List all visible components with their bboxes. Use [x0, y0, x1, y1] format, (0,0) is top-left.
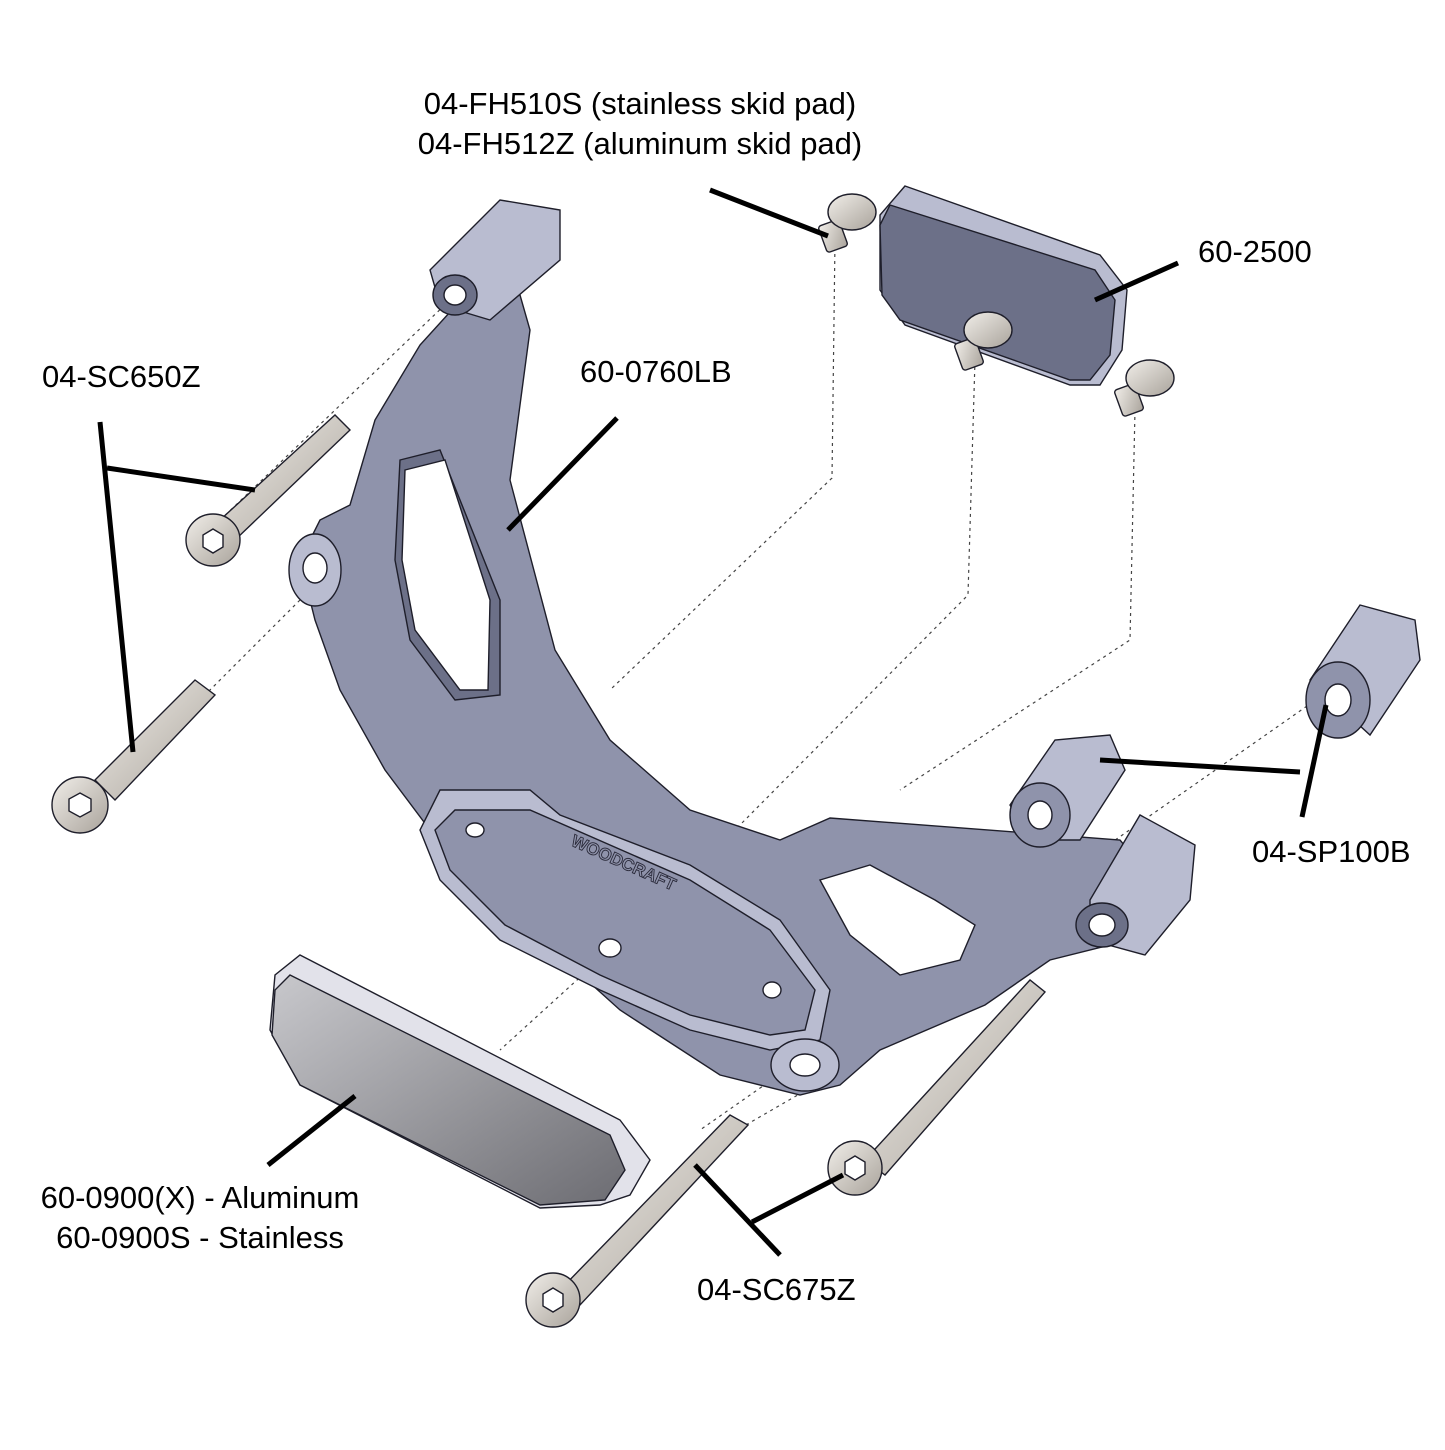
flat-head-screw-2 — [954, 311, 1013, 371]
label-60-0760lb: 60-0760LB — [580, 354, 732, 389]
bracket-right-boss — [1075, 814, 1196, 956]
skid-plate-60-0900 — [269, 954, 651, 1209]
leader-fh-screws — [709, 187, 829, 239]
label-60-0900s-stainless: 60-0900S - Stainless — [56, 1220, 344, 1255]
socket-cap-bolt-lower-left — [51, 679, 217, 834]
socket-cap-bolt-bottom-right — [827, 979, 1047, 1196]
leader-sc650z — [97, 421, 136, 753]
leader-sp100b-b — [1299, 704, 1329, 818]
bracket-60-0760lb — [288, 199, 1196, 1096]
label-fh512z: 04-FH512Z (aluminum skid pad) — [417, 126, 863, 161]
bracket-bottom-boss — [770, 1038, 840, 1092]
flat-head-screw-3 — [1114, 359, 1175, 417]
label-fh510s: 04-FH510S (stainless skid pad) — [423, 86, 857, 121]
label-60-2500: 60-2500 — [1198, 234, 1312, 269]
label-sp100b: 04-SP100B — [1252, 834, 1411, 869]
spacer-lower — [1009, 734, 1126, 848]
label-sc650z: 04-SC650Z — [42, 359, 201, 394]
label-60-0900x-aluminum: 60-0900(X) - Aluminum — [40, 1180, 360, 1215]
leader-60-0900 — [266, 1094, 357, 1167]
bracket-left-boss — [288, 533, 342, 607]
label-sc675z: 04-SC675Z — [697, 1272, 856, 1307]
leader-lines — [97, 187, 1329, 1257]
socket-cap-bolt-bottom-left — [525, 1114, 750, 1328]
leader-sp100b-a — [1099, 757, 1301, 775]
skid-pad-60-2500 — [879, 185, 1128, 386]
leader-60-2500 — [1093, 260, 1180, 303]
socket-cap-bolt-upper-left — [185, 414, 352, 567]
leader-sc650z-branch — [106, 465, 256, 493]
leader-60-0760lb — [506, 416, 619, 532]
bracket-top-boss — [429, 199, 561, 321]
flat-head-screw-1 — [818, 193, 877, 253]
leader-sc675z — [693, 1163, 782, 1257]
leader-sc675z-branch — [750, 1172, 845, 1225]
